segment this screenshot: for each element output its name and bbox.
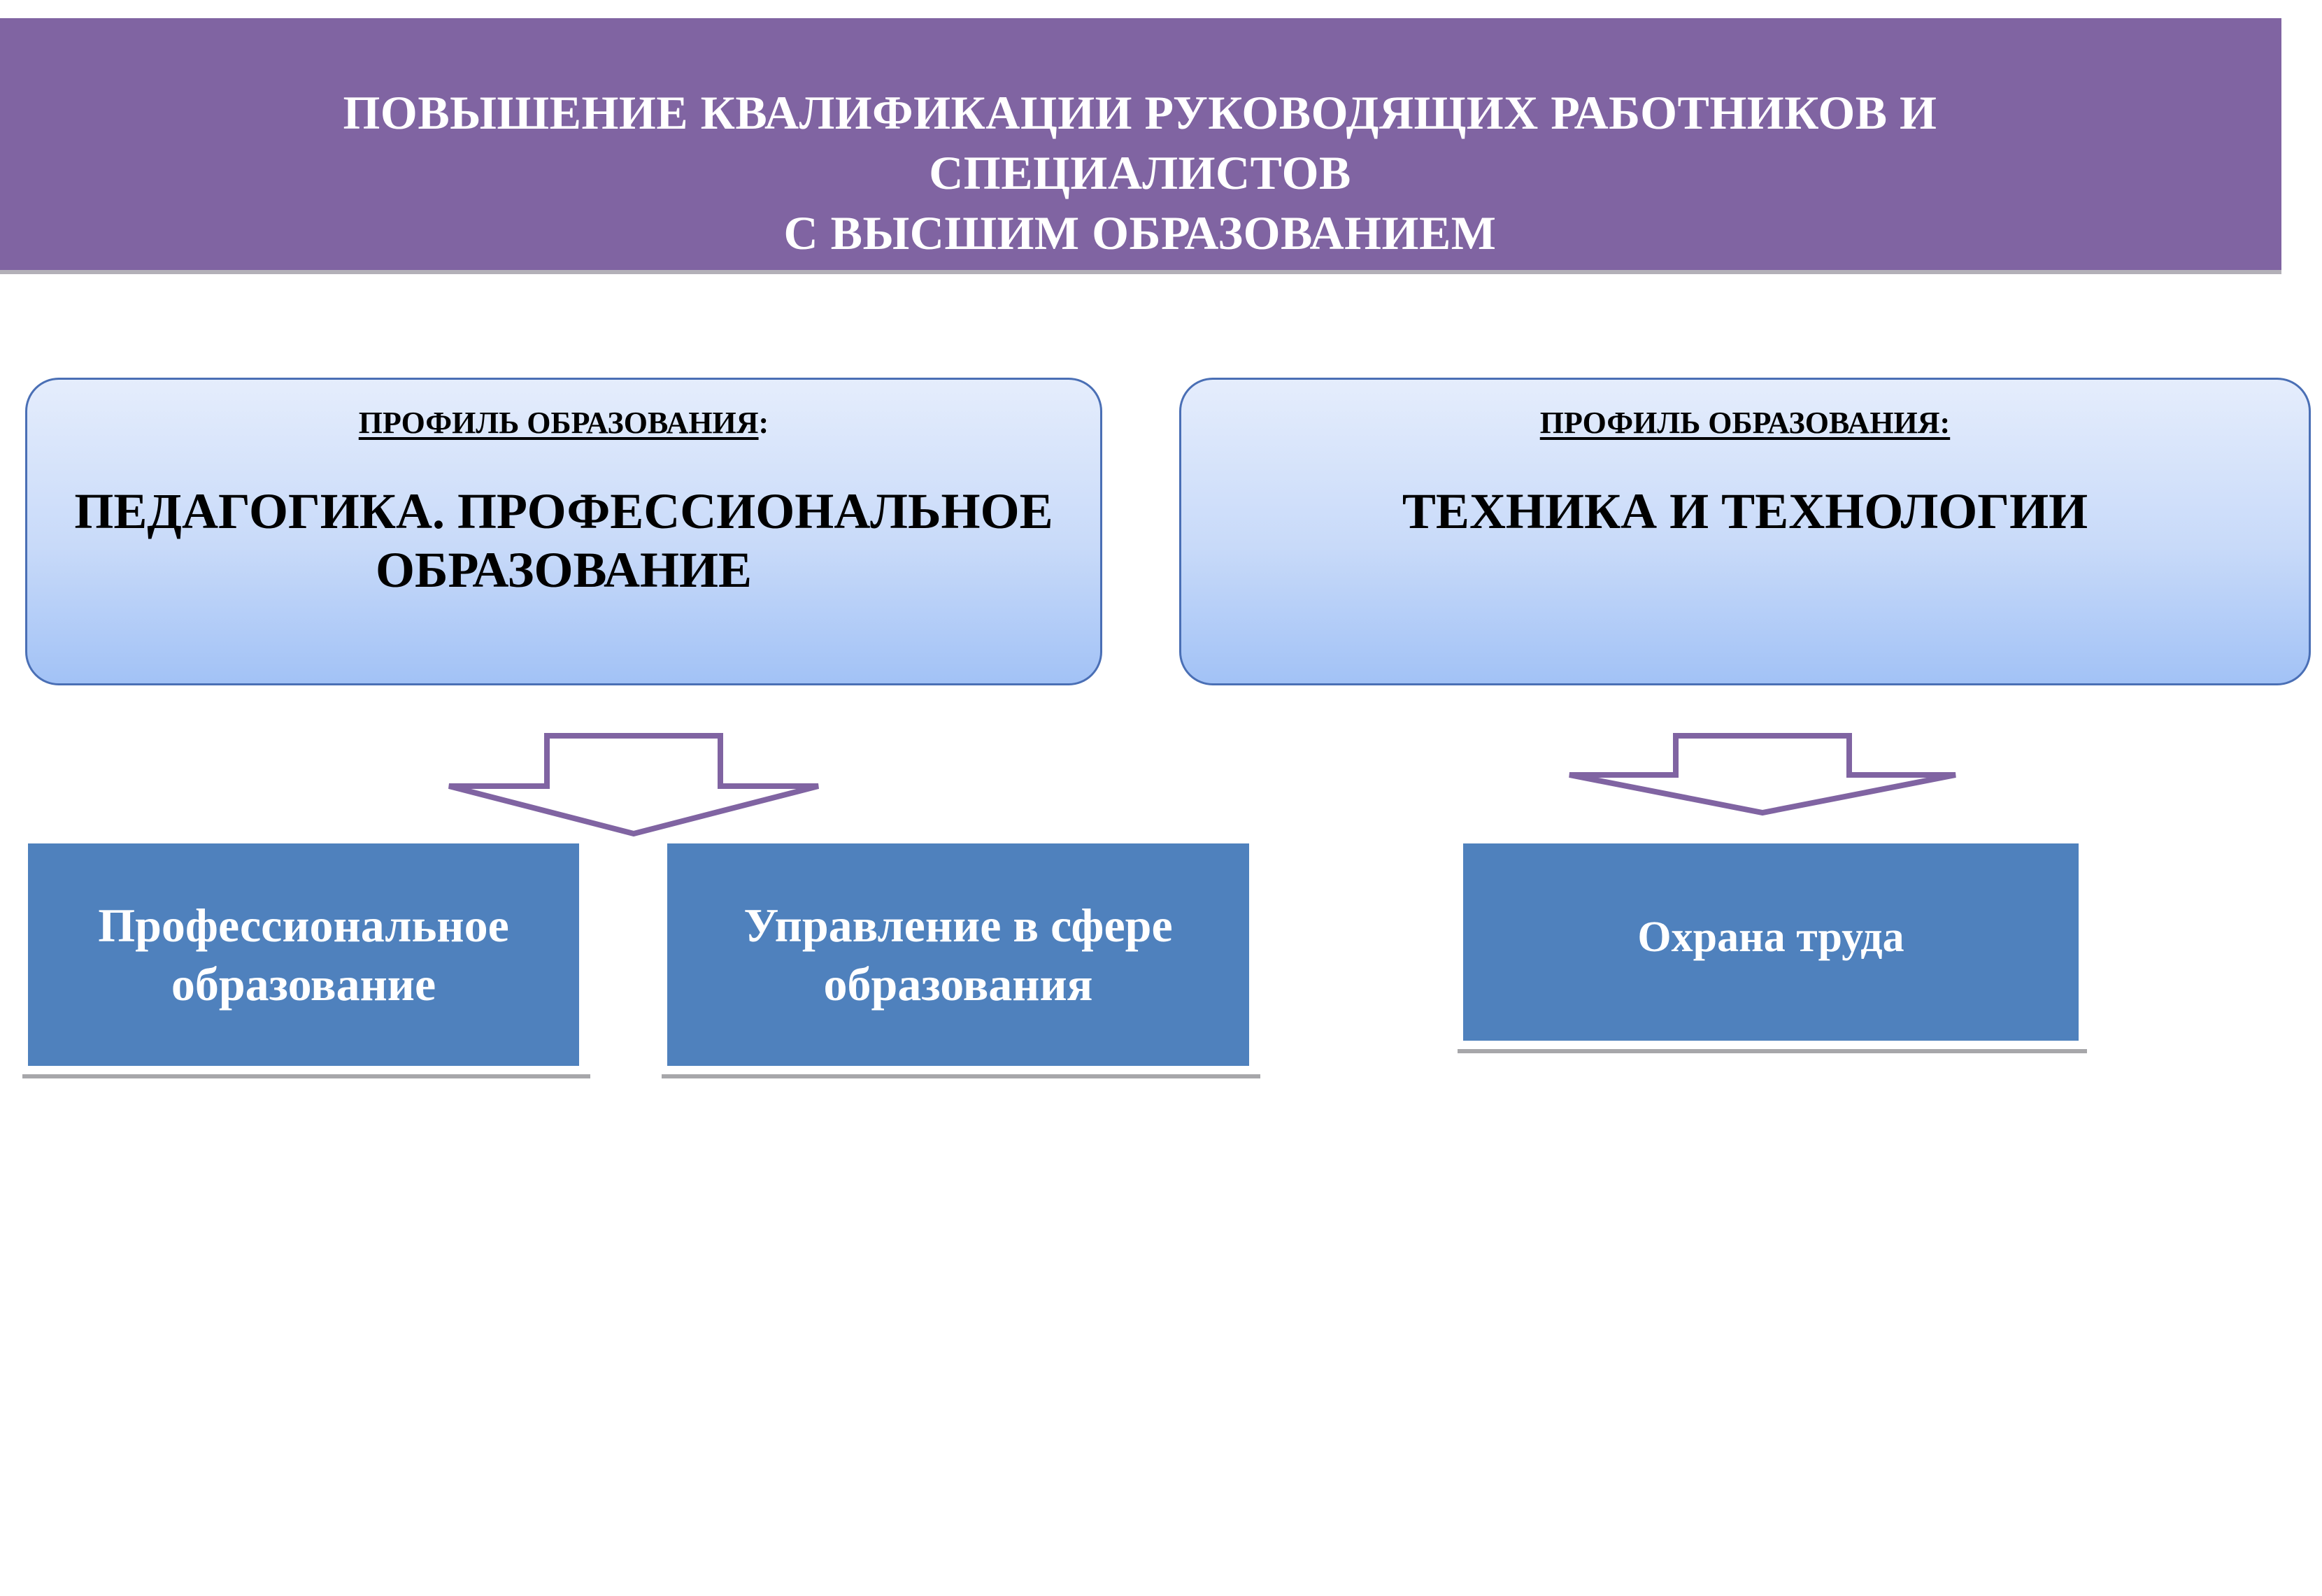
profile-title-line-1: ПЕДАГОГИКА. ПРОФЕССИОНАЛЬНОЕ — [74, 483, 1053, 539]
program-box-education-management: Управление в сфере образования — [667, 843, 1249, 1066]
profile-title-line-1: ТЕХНИКА И ТЕХНОЛОГИИ — [1402, 483, 2088, 539]
program-box-wrapper: Профессиональное образование — [22, 843, 590, 1078]
profile-title: ТЕХНИКА И ТЕХНОЛОГИИ — [1181, 482, 2309, 541]
profile-caption-text: ПРОФИЛЬ ОБРАЗОВАНИЯ — [358, 406, 759, 440]
profile-caption: ПРОФИЛЬ ОБРАЗОВАНИЯ: — [27, 405, 1100, 441]
page-title-line-2: СПЕЦИАЛИСТОВ — [929, 146, 1351, 199]
program-box-labor-protection: Охрана труда — [1463, 843, 2079, 1041]
program-label-line-1: Управление в сфере — [743, 899, 1173, 952]
down-arrow-icon — [448, 733, 819, 837]
program-label-line-1: Профессиональное — [98, 899, 509, 952]
program-box-wrapper: Управление в сфере образования — [662, 843, 1260, 1078]
program-box-professional-education: Профессиональное образование — [28, 843, 579, 1066]
profile-caption-suffix: : — [758, 406, 769, 440]
profile-caption-text: ПРОФИЛЬ ОБРАЗОВАНИЯ: — [1539, 406, 1951, 440]
program-label-line-2: образование — [171, 957, 436, 1011]
program-label-line-1: Охрана труда — [1637, 913, 1904, 961]
page-title-line-3: С ВЫСШИМ ОБРАЗОВАНИЕМ — [783, 206, 1497, 259]
profile-card-technology: ПРОФИЛЬ ОБРАЗОВАНИЯ: ТЕХНИКА И ТЕХНОЛОГИ… — [1179, 378, 2311, 685]
page-title-line-1: ПОВЫШЕНИЕ КВАЛИФИКАЦИИ РУКОВОДЯЩИХ РАБОТ… — [343, 86, 1937, 139]
program-box-wrapper: Охрана труда — [1458, 843, 2087, 1053]
profile-title-line-2: ОБРАЗОВАНИЕ — [375, 542, 753, 598]
profile-caption: ПРОФИЛЬ ОБРАЗОВАНИЯ: — [1181, 405, 2309, 441]
program-label-line-2: образования — [823, 957, 1093, 1011]
profile-title: ПЕДАГОГИКА. ПРОФЕССИОНАЛЬНОЕ ОБРАЗОВАНИЕ — [27, 482, 1100, 599]
down-arrow-icon — [1569, 733, 1956, 816]
profile-card-pedagogy: ПРОФИЛЬ ОБРАЗОВАНИЯ: ПЕДАГОГИКА. ПРОФЕСС… — [25, 378, 1102, 685]
page-title: ПОВЫШЕНИЕ КВАЛИФИКАЦИИ РУКОВОДЯЩИХ РАБОТ… — [210, 83, 2070, 263]
header-banner: ПОВЫШЕНИЕ КВАЛИФИКАЦИИ РУКОВОДЯЩИХ РАБОТ… — [0, 18, 2281, 270]
